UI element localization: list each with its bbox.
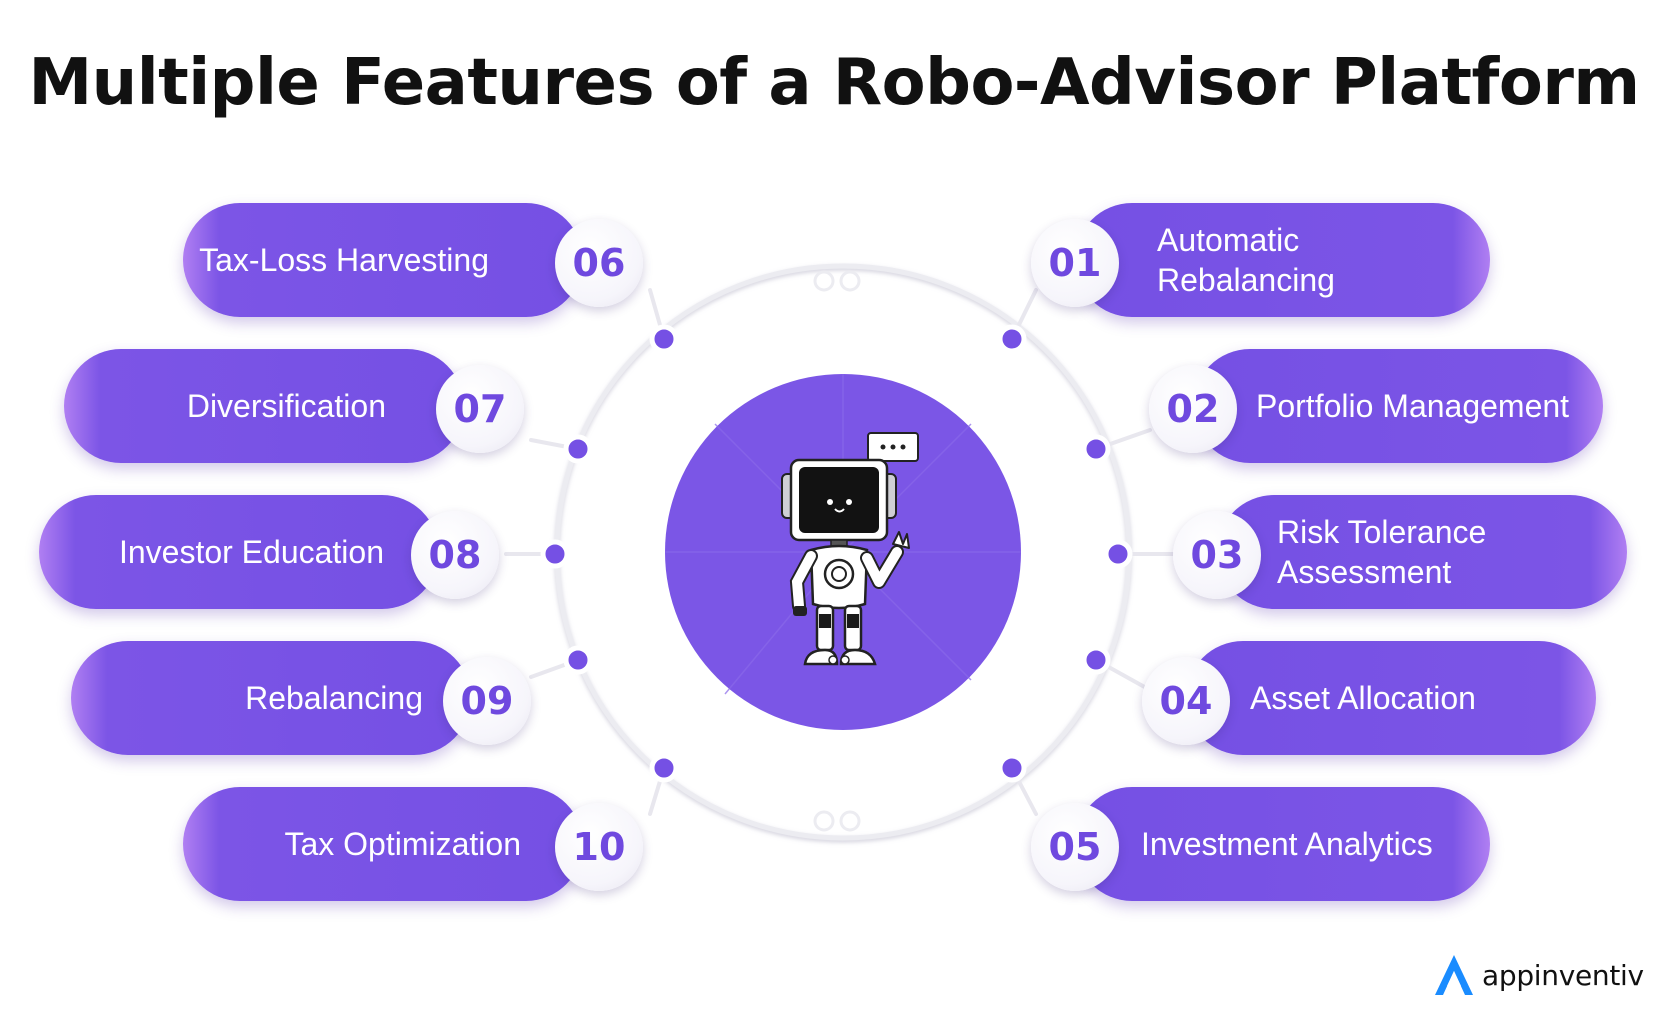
connector-dot (1103, 539, 1133, 569)
feature-label: Tax-Loss Harvesting (199, 242, 489, 278)
feature-label: Diversification (186, 388, 386, 424)
feature-pill-05: Investment Analytics (1075, 787, 1490, 901)
feature-pill-03: Risk Tolerance Assessment (1217, 495, 1627, 609)
feature-label: Investor Education (118, 534, 384, 570)
feature-pill-07: Diversification (64, 349, 464, 463)
feature-label: Rebalancing (245, 680, 423, 716)
robot-icon (665, 374, 1021, 695)
appinventiv-logo-icon (1435, 955, 1473, 995)
feature-number-06: 06 (555, 219, 643, 307)
feature-pill-10: Tax Optimization (183, 787, 583, 901)
feature-pill-02: Portfolio Management (1193, 349, 1603, 463)
feature-number-08: 08 (411, 511, 499, 599)
connector-dot (649, 753, 679, 783)
page-title: Multiple Features of a Robo-Advisor Plat… (28, 46, 1640, 120)
ring-gap-top-right (839, 270, 861, 292)
feature-label-line: Automatic (1157, 222, 1300, 258)
feature-pill-09: Rebalancing (71, 641, 471, 755)
connector-dot (1081, 645, 1111, 675)
feature-number-07: 07 (436, 365, 524, 453)
feature-label-line: Rebalancing (1157, 262, 1335, 298)
feature-pill-01: Automatic Rebalancing (1075, 203, 1490, 317)
feature-pill-06: Tax-Loss Harvesting (183, 203, 583, 317)
feature-label-line: Risk Tolerance (1277, 514, 1487, 550)
feature-label: Automatic Rebalancing (1157, 220, 1335, 300)
feature-label: Investment Analytics (1141, 826, 1433, 862)
feature-number-03: 03 (1173, 511, 1261, 599)
feature-number-05: 05 (1031, 803, 1119, 891)
connector-dot (997, 324, 1027, 354)
connector-dot (563, 434, 593, 464)
feature-number-09: 09 (443, 657, 531, 745)
feature-label: Asset Allocation (1250, 680, 1476, 716)
feature-number-04: 04 (1142, 657, 1230, 745)
feature-number-01: 01 (1031, 219, 1119, 307)
ring-gap-bottom-left (813, 810, 835, 832)
connector-dot (1081, 434, 1111, 464)
feature-label: Portfolio Management (1256, 388, 1570, 424)
connector-dot (563, 645, 593, 675)
logo-text: appinventiv (1482, 958, 1644, 992)
feature-number-02: 02 (1149, 365, 1237, 453)
feature-pill-08: Investor Education (39, 495, 439, 609)
connector-dot (649, 324, 679, 354)
connector-dot (997, 753, 1027, 783)
feature-pill-04: Asset Allocation (1186, 641, 1596, 755)
ring-gap-top-left (813, 270, 835, 292)
feature-label: Risk Tolerance Assessment (1277, 512, 1486, 592)
feature-label-line: Assessment (1277, 554, 1452, 590)
connector-dot (540, 539, 570, 569)
ring-gap-bottom-right (839, 810, 861, 832)
feature-number-10: 10 (555, 803, 643, 891)
brand-logo: appinventiv (1432, 952, 1644, 998)
feature-label: Tax Optimization (284, 826, 521, 862)
